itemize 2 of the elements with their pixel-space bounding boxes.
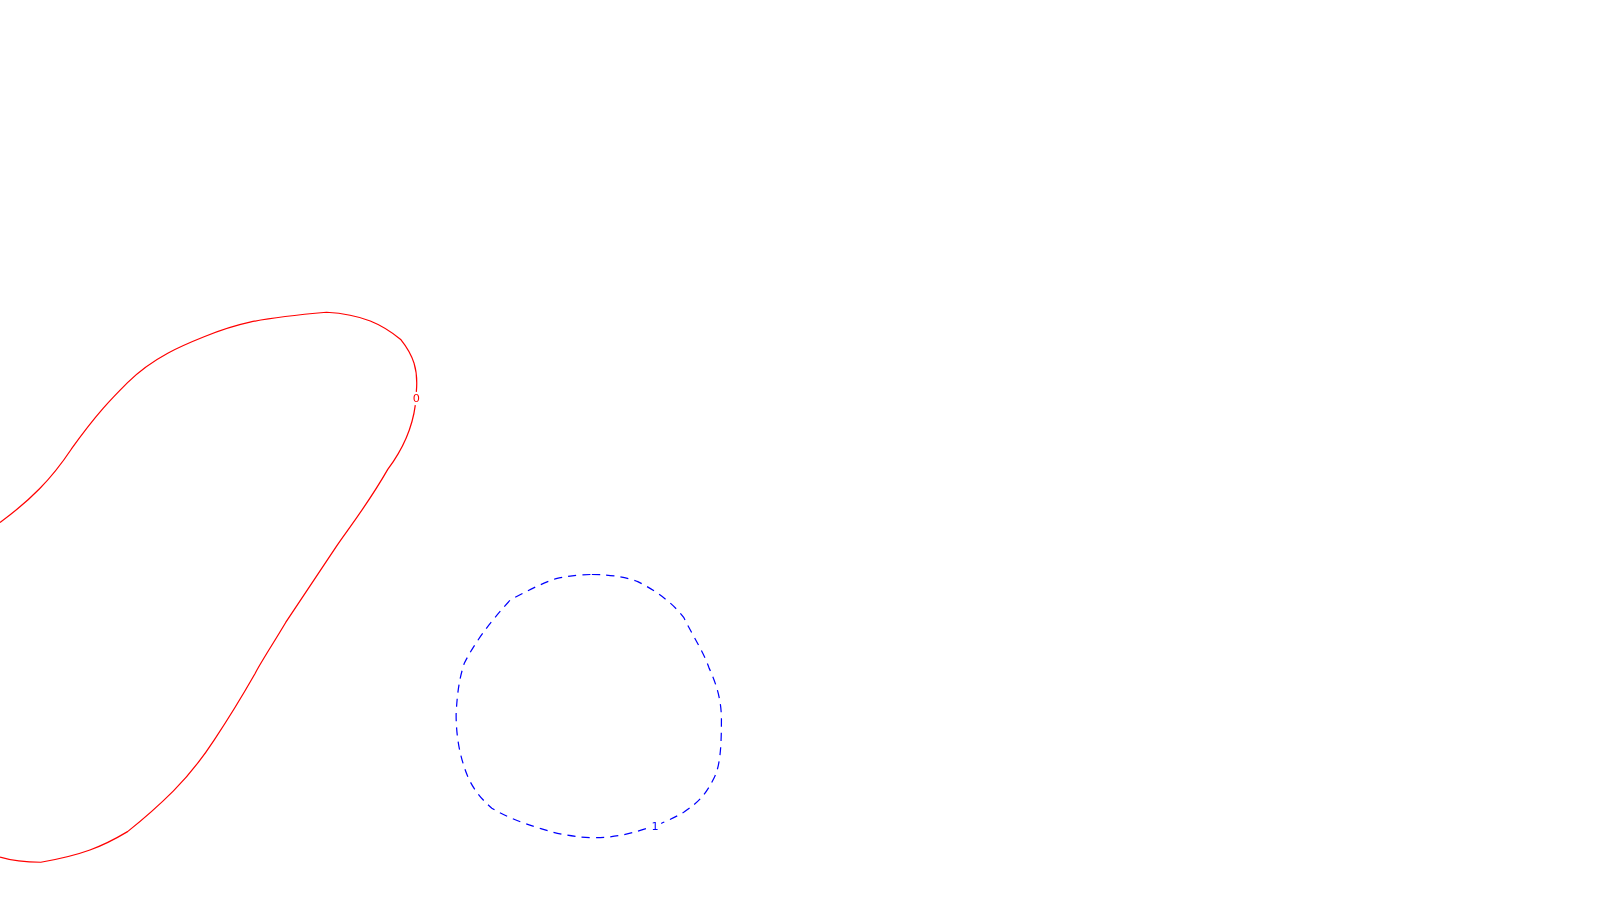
- contour-value-label: 0: [412, 392, 420, 405]
- contour-value-label: 1: [651, 819, 659, 833]
